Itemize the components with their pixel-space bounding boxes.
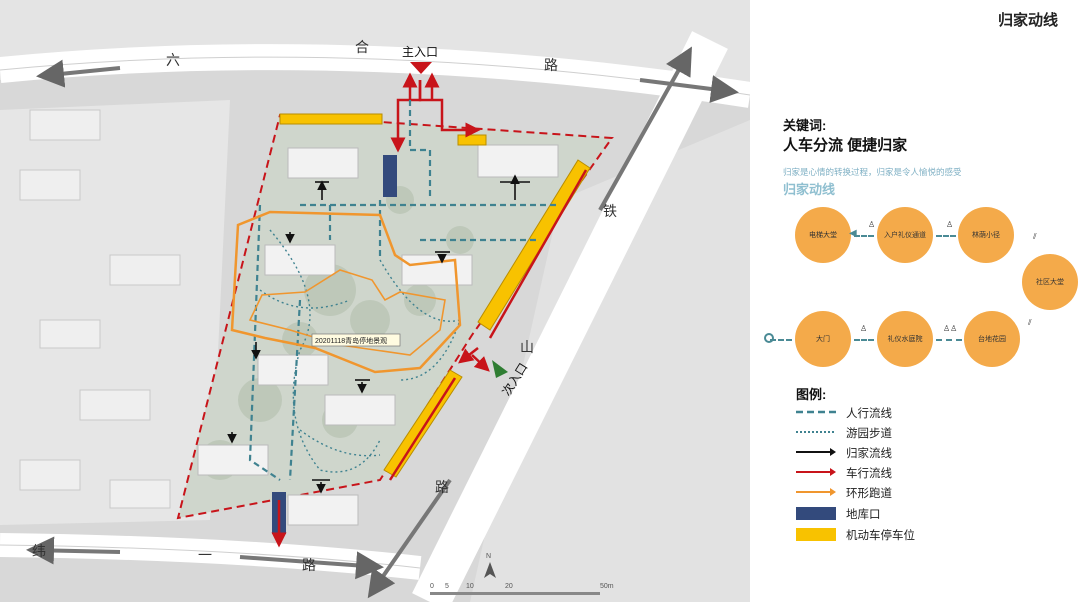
scale-bar: 0 5 10 20 50m bbox=[430, 583, 614, 595]
neighbour-buildings bbox=[19, 109, 181, 509]
parking-swatch-icon bbox=[796, 528, 836, 541]
site-area bbox=[178, 115, 612, 518]
east-block bbox=[470, 120, 750, 602]
north-compass: N bbox=[484, 553, 496, 578]
road-name-8: 一 bbox=[198, 547, 212, 563]
road-name-2: 合 bbox=[355, 39, 369, 55]
road-name-7: 纬 bbox=[32, 543, 46, 559]
road-name-6: 路 bbox=[435, 479, 449, 495]
legend-label: 游园步道 bbox=[846, 428, 892, 440]
garden-path-line-icon bbox=[796, 431, 836, 433]
legend-label: 归家流线 bbox=[846, 448, 892, 460]
scale-label: 10 bbox=[466, 583, 474, 590]
legend-item-running-track: 环形跑道 bbox=[796, 484, 956, 500]
home-flow bbox=[227, 174, 530, 494]
flow-node: 台地花园 bbox=[964, 311, 1020, 367]
legend-item-vehicle-flow: 车行流线 bbox=[796, 464, 956, 480]
legend-title: 图例: bbox=[796, 387, 827, 402]
walkers-icon: ⫽ bbox=[1028, 318, 1032, 327]
page-title: 归家动线 bbox=[997, 12, 1058, 29]
road-name-5: 山 bbox=[520, 339, 534, 355]
tooltip: 20201118青岛停地景观 bbox=[315, 336, 387, 345]
pedestrian-line-icon bbox=[796, 410, 836, 414]
legend-item-pedestrian: 人行流线 bbox=[796, 404, 956, 420]
legend-label: 车行流线 bbox=[846, 468, 892, 480]
legend-item-garage: 地库口 bbox=[796, 505, 956, 521]
site-plan: 六 合 路 铁 山 路 纬 一 路 主入口 次入口 20201118青岛停地景观… bbox=[0, 0, 750, 602]
road-name-4: 铁 bbox=[603, 203, 617, 219]
keywords-subtitle: 归家动线 bbox=[783, 182, 836, 197]
flow-node-label: 社区大堂 bbox=[1036, 279, 1064, 286]
keywords-heading: 人车分流 便捷归家 bbox=[783, 137, 908, 154]
legend-label: 人行流线 bbox=[846, 408, 892, 420]
flow-node: 社区大堂 bbox=[1022, 254, 1078, 310]
road-name-9: 路 bbox=[302, 557, 316, 573]
flow-node-label: 大门 bbox=[816, 336, 830, 343]
flow-node: 大门 bbox=[795, 311, 851, 367]
orange-arrow-icon bbox=[796, 488, 836, 496]
flow-node: 礼仪水庭院 bbox=[877, 311, 933, 367]
garage-swatch-icon bbox=[796, 507, 836, 520]
legend-item-garden-path: 游园步道 bbox=[796, 424, 956, 440]
flow-node: 电梯大堂 bbox=[795, 207, 851, 263]
keywords-label: 关键词: bbox=[783, 118, 827, 133]
flow-connector bbox=[936, 339, 962, 341]
walkers-icon: ♙♙ bbox=[943, 324, 958, 333]
site-boundary bbox=[176, 113, 614, 520]
start-circle-icon bbox=[764, 333, 774, 343]
road-name-3: 路 bbox=[544, 57, 558, 73]
flow-connector bbox=[770, 339, 792, 341]
walker-icon: ♙ bbox=[946, 220, 954, 229]
flow-node-label: 礼仪水庭院 bbox=[887, 336, 923, 343]
running-track bbox=[230, 210, 462, 374]
flow-connector bbox=[936, 235, 956, 237]
flow-node-label: 入户礼仪通道 bbox=[884, 232, 926, 239]
flow-node: 林荫小径 bbox=[958, 207, 1014, 263]
flow-node-label: 台地花园 bbox=[978, 336, 1006, 343]
walker-icon: ♙ bbox=[868, 220, 876, 229]
black-arrow-icon bbox=[796, 448, 836, 456]
flow-connector bbox=[854, 235, 874, 237]
walkers-icon: ⫽ bbox=[1033, 232, 1037, 241]
flow-connector bbox=[854, 339, 874, 341]
scale-label: 50m bbox=[600, 583, 614, 590]
legend-label: 机动车停车位 bbox=[846, 530, 915, 542]
info-panel: 归家动线 关键词: 人车分流 便捷归家 归家是心情的转换过程，归家是令人愉悦的感… bbox=[750, 0, 1080, 602]
tieshan-road bbox=[412, 31, 728, 602]
main-entrance-label: 主入口 bbox=[402, 45, 438, 59]
walker-icon: ♙ bbox=[860, 324, 868, 333]
keywords-description: 归家是心情的转换过程，归家是令人愉悦的感受 bbox=[783, 167, 962, 177]
scale-label: 5 bbox=[445, 583, 449, 590]
tooltip-box bbox=[311, 333, 401, 347]
road-name-1: 六 bbox=[166, 52, 180, 68]
flow-node: 入户礼仪通道 bbox=[877, 207, 933, 263]
red-arrow-icon bbox=[796, 468, 836, 476]
north-label: N bbox=[486, 553, 491, 560]
garden-paths bbox=[259, 229, 462, 473]
scale-label: 20 bbox=[505, 583, 513, 590]
secondary-entrance-marker bbox=[492, 360, 508, 378]
flow-node-label: 电梯大堂 bbox=[809, 232, 837, 239]
west-block bbox=[0, 100, 230, 525]
flow-node-label: 林荫小径 bbox=[972, 232, 1000, 239]
legend-label: 环形跑道 bbox=[846, 488, 892, 500]
legend-item-home-flow: 归家流线 bbox=[796, 444, 956, 460]
main-entrance-marker bbox=[410, 62, 432, 74]
legend-item-parking: 机动车停车位 bbox=[796, 526, 956, 542]
pedestrian-flow bbox=[248, 100, 560, 481]
legend-label: 地库口 bbox=[846, 509, 881, 521]
scale-label: 0 bbox=[430, 583, 434, 590]
residential-buildings bbox=[197, 144, 559, 526]
arrow-left-icon: ◀ bbox=[849, 228, 857, 239]
